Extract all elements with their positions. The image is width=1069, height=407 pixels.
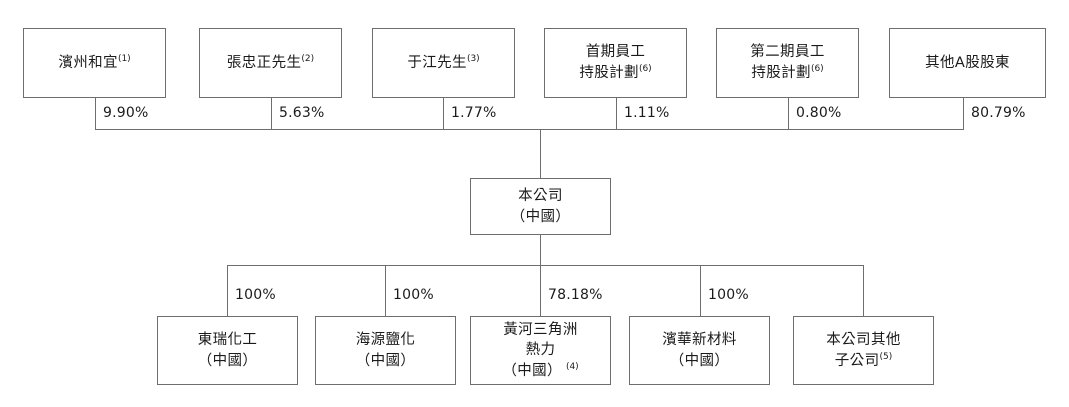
subsidiary-box-haiyuan-yanhua[interactable]: 海源鹽化 （中國） [315, 316, 456, 385]
label-line: （中國） [197, 352, 258, 369]
shareholder-label: 其他A股股東 [921, 53, 1014, 74]
connector-drop-binzhou-heyi [95, 98, 96, 129]
connector-drop-second-employee-share-plan [788, 98, 789, 129]
shareholder-box-first-employee-share-plan[interactable]: 首期員工持股計劃(6) [544, 28, 687, 98]
footnote-marker: (2) [301, 53, 315, 64]
label-line: 持股計劃(6) [579, 64, 652, 81]
label-line: （中國） [355, 352, 416, 369]
company-box[interactable]: 本公司 （中國） [470, 178, 611, 235]
subsidiary-label: 黃河三角洲熱力 （中國）(4) [498, 320, 582, 382]
connector-drop-yellow-river-delta-thermal-power [540, 265, 541, 316]
footnote-marker: (5) [879, 351, 893, 362]
label-line: 熱力 [525, 342, 556, 359]
shareholder-label: 張忠正先生(2) [223, 53, 318, 74]
label-line: 第二期員工 [750, 44, 825, 61]
subsidiary-label: 本公司其他子公司(5) [822, 330, 905, 371]
subsidiary-label: 海源鹽化 （中國） [352, 330, 420, 371]
subsidiary-box-other-subsidiaries-of-the-company[interactable]: 本公司其他子公司(5) [793, 316, 934, 385]
percent-mr-yu-jiang: 1.77% [451, 105, 497, 121]
shareholder-label: 濱州和宜(1) [54, 53, 134, 74]
label-line: 濱華新材料 [662, 331, 737, 348]
label-line: 子公司(5) [834, 351, 893, 369]
label-line: 濱州和宜(1) [58, 53, 131, 71]
percent-mr-zhang-zhongzheng: 5.63% [279, 105, 325, 121]
company-label: 本公司 （中國） [507, 186, 575, 227]
connector-company-to-bus [540, 235, 541, 265]
label-line: 黃河三角洲 [503, 321, 578, 338]
label-line: 首期員工 [585, 44, 646, 61]
shareholder-box-second-employee-share-plan[interactable]: 第二期員工持股計劃(6) [716, 28, 859, 98]
subsidiary-label: 東瑞化工 （中國） [194, 330, 262, 371]
connector-bus-to-company [540, 129, 541, 178]
shareholder-label: 首期員工持股計劃(6) [575, 42, 655, 83]
percent-yellow-river-delta-thermal-power: 78.18% [548, 287, 603, 303]
label-line: （中國） [669, 352, 730, 369]
percent-second-employee-share-plan: 0.80% [796, 105, 842, 121]
shareholder-label: 第二期員工持股計劃(6) [746, 42, 829, 83]
percent-dongrui-chemical: 100% [235, 287, 276, 303]
footnote-marker: (4) [565, 361, 579, 372]
footnote-marker: (1) [117, 53, 131, 64]
connector-drop-other-a-share-holders [963, 98, 964, 129]
percent-other-a-share-holders: 80.79% [971, 105, 1026, 121]
subsidiary-box-binhua-new-material[interactable]: 濱華新材料 （中國） [629, 316, 770, 385]
connector-drop-first-employee-share-plan [616, 98, 617, 129]
shareholder-box-mr-yu-jiang[interactable]: 于江先生(3) [372, 28, 515, 98]
percent-first-employee-share-plan: 1.11% [624, 105, 670, 121]
label-line: 于江先生(3) [407, 53, 480, 71]
footnote-marker: (6) [810, 64, 824, 75]
subsidiary-label: 濱華新材料 （中國） [658, 330, 741, 371]
label-line: （中國）(4) [502, 361, 579, 379]
percent-binhua-new-material: 100% [708, 287, 749, 303]
lower-bus [227, 265, 863, 266]
connector-drop-mr-zhang-zhongzheng [271, 98, 272, 129]
label-line: 東瑞化工 [197, 331, 258, 348]
percent-binzhou-heyi: 9.90% [103, 105, 149, 121]
connector-drop-other-subsidiaries-of-the-company [863, 265, 864, 316]
label-line: 持股計劃(6) [751, 64, 824, 81]
label-line: 海源鹽化 [355, 331, 416, 348]
footnote-marker: (6) [638, 64, 652, 75]
connector-drop-mr-yu-jiang [443, 98, 444, 129]
subsidiary-box-dongrui-chemical[interactable]: 東瑞化工 （中國） [157, 316, 298, 385]
label-line: 本公司 [518, 187, 563, 204]
shareholder-box-mr-zhang-zhongzheng[interactable]: 張忠正先生(2) [199, 28, 342, 98]
footnote-marker: (3) [466, 53, 480, 64]
connector-drop-haiyuan-yanhua [385, 265, 386, 316]
label-line: 其他A股股東 [925, 54, 1010, 71]
subsidiary-box-yellow-river-delta-thermal-power[interactable]: 黃河三角洲熱力 （中國）(4) [470, 316, 611, 385]
shareholder-box-other-a-share-holders[interactable]: 其他A股股東 [889, 28, 1046, 98]
percent-haiyuan-yanhua: 100% [393, 287, 434, 303]
connector-drop-binhua-new-material [700, 265, 701, 316]
label-line: 張忠正先生(2) [226, 53, 315, 71]
label-line: （中國） [510, 208, 571, 225]
shareholder-label: 于江先生(3) [403, 53, 483, 74]
connector-drop-dongrui-chemical [227, 265, 228, 316]
shareholder-box-binzhou-heyi[interactable]: 濱州和宜(1) [23, 28, 166, 98]
upper-bus [95, 129, 964, 130]
label-line: 本公司其他 [826, 331, 901, 348]
